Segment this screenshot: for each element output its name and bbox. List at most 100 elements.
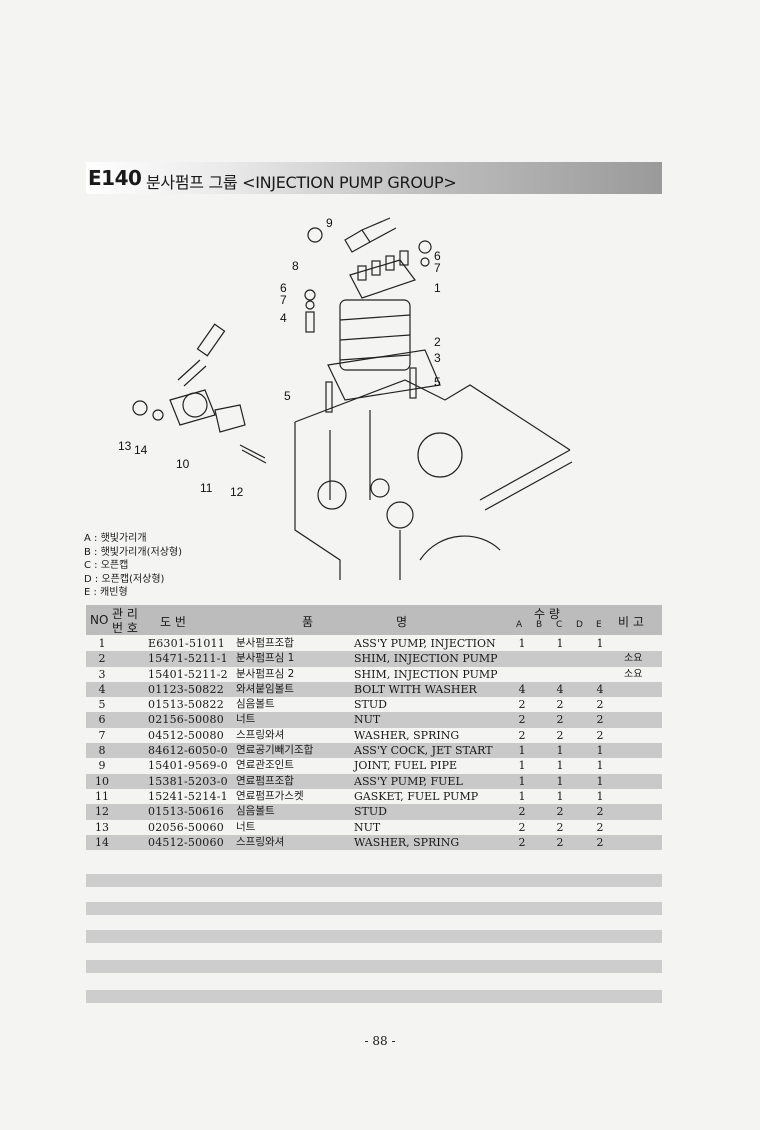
row-no: 4 — [98, 682, 106, 696]
qty-c: 2 — [556, 835, 564, 849]
page-number: - 88 - — [364, 1034, 396, 1048]
part-name-en: BOLT WITH WASHER — [354, 682, 477, 696]
qty-c: 1 — [556, 774, 564, 788]
row-no: 11 — [95, 789, 109, 803]
col-no: NO — [90, 613, 109, 627]
part-number: 02156-50080 — [148, 713, 224, 727]
row-no: 7 — [98, 728, 106, 742]
qty-c: 1 — [556, 789, 564, 803]
parts-table-header: NO 관 리 번 호 도 번 품 명 수 량 A B C D E 비 고 — [86, 605, 662, 635]
qty-a: 1 — [518, 774, 526, 788]
part-name-kr: 연료펌프조합 — [236, 774, 294, 787]
qty-c: 2 — [556, 820, 564, 834]
part-number: 15381-5203-0 — [148, 774, 228, 788]
qty-c: 1 — [556, 759, 564, 773]
qty-e: 2 — [596, 713, 604, 727]
legend-item: D : 오픈캡(저상형) — [84, 573, 165, 585]
qty-e: 1 — [596, 744, 604, 758]
col-qty-e: E — [596, 620, 602, 630]
row-no: 3 — [98, 667, 106, 681]
part-number: 04512-50080 — [148, 728, 224, 742]
qty-e: 2 — [596, 698, 604, 712]
callout-2: 2 — [434, 335, 441, 349]
qty-a: 1 — [518, 744, 526, 758]
qty-c: 1 — [556, 637, 564, 650]
part-name-en: WASHER, SPRING — [354, 835, 460, 849]
part-number: 15401-5211-2 — [148, 667, 228, 681]
part-name-en: STUD — [354, 805, 387, 819]
qty-a: 1 — [518, 789, 526, 803]
model-legend: A : 햇빛가리개 B : 햇빛가리개(저상형) C : 오픈캡 D : 오픈캡… — [84, 532, 182, 600]
empty-row — [86, 960, 662, 973]
qty-e: 2 — [596, 835, 604, 849]
part-name-kr: 분사펌프심 2 — [236, 667, 295, 680]
qty-a: 2 — [518, 713, 526, 727]
callout-6a: 6 — [280, 281, 287, 295]
qty-c: 2 — [556, 713, 564, 727]
col-qty-c: C — [556, 620, 563, 630]
qty-c: 1 — [556, 744, 564, 758]
qty-a: 1 — [518, 759, 526, 773]
row-no: 1 — [98, 637, 106, 650]
part-number: E6301-51011 — [148, 637, 225, 650]
callout-11: 11 — [200, 481, 213, 495]
callout-7b: 7 — [434, 261, 441, 275]
part-number: 84612-6050-0 — [148, 744, 228, 758]
col-qty-b: B — [536, 620, 543, 630]
callout-5a: 5 — [284, 389, 291, 403]
part-number: 15241-5214-1 — [148, 789, 228, 803]
callout-4: 4 — [280, 311, 287, 325]
legend-item: E : 캐빈형 — [84, 587, 128, 598]
col-qty: 수 량 — [534, 607, 560, 621]
part-name-en: JOINT, FUEL PIPE — [354, 759, 458, 773]
col-mgmt2: 번 호 — [112, 621, 138, 635]
callout-1: 1 — [434, 281, 441, 295]
qty-a: 2 — [518, 728, 526, 742]
part-number: 01123-50822 — [148, 682, 224, 696]
qty-e: 1 — [596, 637, 604, 650]
col-drawing: 도 번 — [160, 615, 186, 629]
callout-3: 3 — [434, 351, 441, 365]
empty-row — [86, 874, 662, 887]
part-name-kr: 연료관조인트 — [236, 759, 294, 772]
col-qty-d: D — [576, 620, 583, 630]
section-code: E140 — [88, 166, 142, 190]
qty-e: 2 — [596, 820, 604, 834]
callout-9: 9 — [326, 216, 333, 230]
qty-a: 1 — [518, 637, 526, 650]
row-no: 14 — [95, 835, 109, 849]
callout-8: 8 — [292, 259, 299, 273]
qty-e: 4 — [596, 682, 604, 696]
qty-a: 2 — [518, 820, 526, 834]
part-number: 15401-9569-0 — [148, 759, 228, 773]
col-mgmt: 관 리 — [112, 607, 138, 621]
col-name2: 명 — [396, 615, 408, 629]
qty-e: 1 — [596, 759, 604, 773]
row-no: 2 — [98, 652, 106, 666]
part-number: 01513-50616 — [148, 805, 224, 819]
row-no: 12 — [95, 805, 109, 819]
section-title-bar: E140 분사펌프 그룹 <INJECTION PUMP GROUP> — [86, 162, 662, 194]
empty-row — [86, 930, 662, 943]
part-number: 04512-50060 — [148, 835, 224, 849]
part-name-en: GASKET, FUEL PUMP — [354, 789, 479, 803]
part-name-en: ASS'Y PUMP, INJECTION — [354, 637, 496, 650]
legend-item: A : 햇빛가리개 — [84, 533, 147, 544]
callout-12: 12 — [230, 485, 244, 499]
empty-row — [86, 990, 662, 1003]
part-name-kr: 심음볼트 — [236, 698, 275, 711]
part-name-kr: 너트 — [236, 713, 256, 726]
callout-14: 14 — [134, 443, 148, 457]
part-number: 15471-5211-1 — [148, 652, 228, 666]
